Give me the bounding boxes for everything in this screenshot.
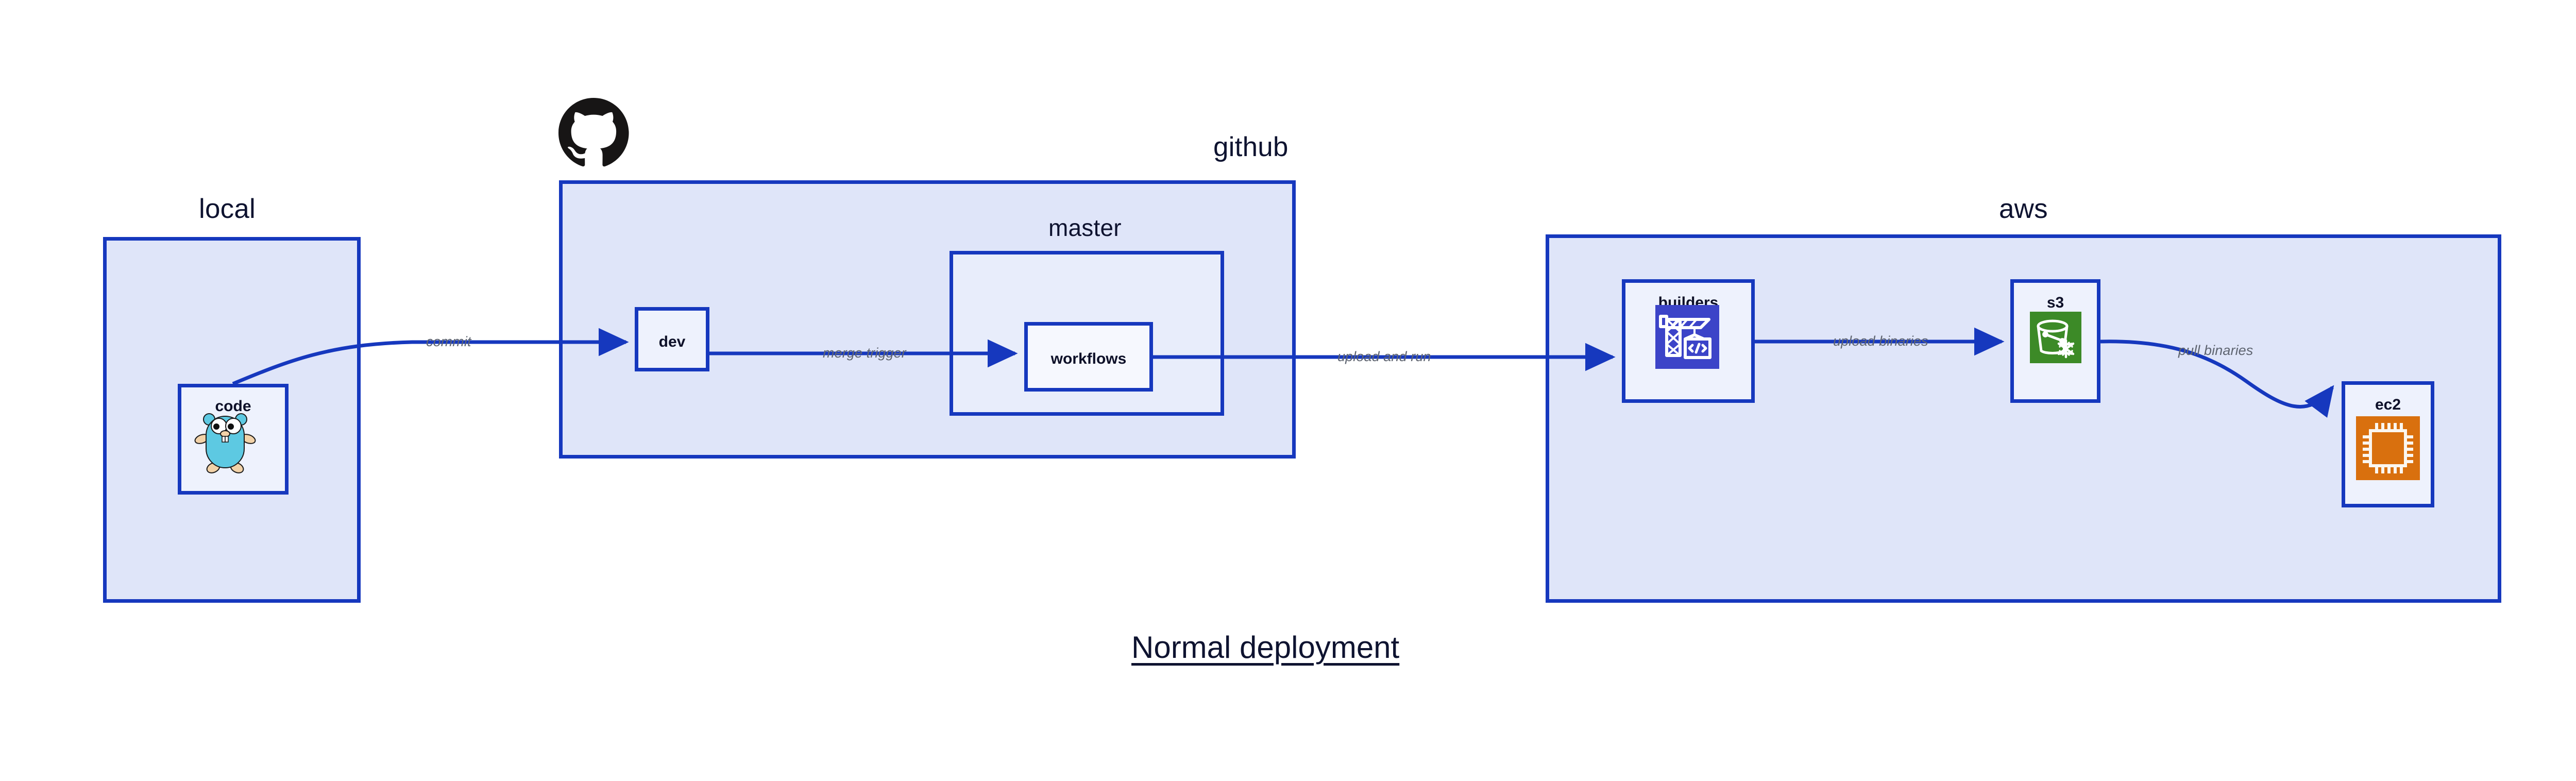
aws-codebuild-icon bbox=[1655, 305, 1719, 369]
edge-label-commit: commit bbox=[426, 334, 471, 349]
node-label-dev: dev bbox=[658, 333, 686, 350]
edge-label-merge-trigger: merge trigger bbox=[823, 345, 906, 361]
group-title-aws: aws bbox=[1999, 194, 2048, 224]
edge-label-upload-and-run: upload and run bbox=[1337, 349, 1431, 364]
aws-s3-glacier-icon bbox=[2030, 312, 2081, 363]
node-dev[interactable]: dev bbox=[635, 307, 709, 371]
node-label-code: code bbox=[215, 398, 251, 415]
go-gopher-icon bbox=[194, 413, 256, 473]
group-title-github: github bbox=[1213, 132, 1289, 162]
edge-label-upload-binaries: upload binaries bbox=[1833, 333, 1928, 349]
node-workflows[interactable]: workflows bbox=[1024, 322, 1153, 392]
diagram-caption: Normal deployment bbox=[1131, 630, 1400, 665]
node-label-ec2: ec2 bbox=[2375, 396, 2401, 413]
aws-ec2-icon bbox=[2356, 416, 2420, 480]
node-label-s3: s3 bbox=[2046, 294, 2064, 311]
node-label-workflows: workflows bbox=[1050, 350, 1127, 367]
group-title-master: master bbox=[1048, 214, 1122, 241]
edge-label-pull-binaries: pull binaries bbox=[2178, 343, 2253, 358]
group-title-local: local bbox=[199, 194, 256, 224]
github-octocat-icon bbox=[558, 98, 629, 167]
